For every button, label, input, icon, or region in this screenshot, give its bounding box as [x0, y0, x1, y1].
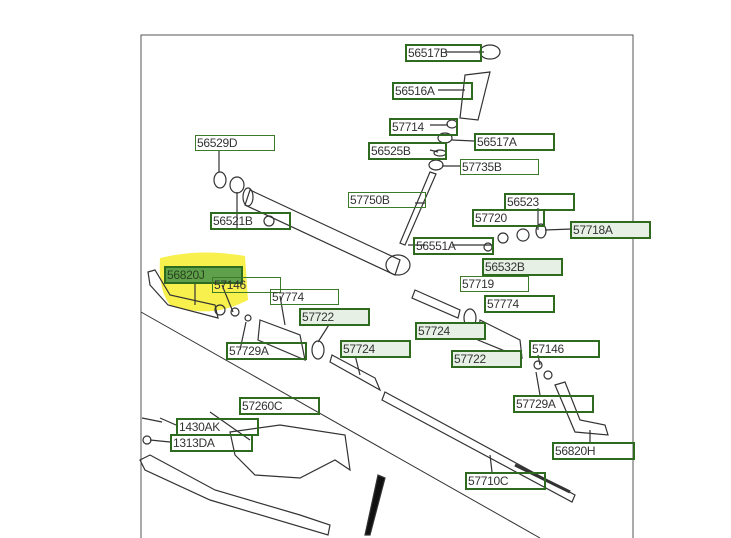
pinion-housing-part: [385, 254, 411, 276]
section-divider: [140, 311, 541, 538]
mount-bushing-part: [263, 215, 275, 227]
housing-end-part: [242, 187, 254, 207]
nut-right-part: [543, 370, 553, 380]
part-label-57722[interactable]: 57722: [299, 308, 370, 326]
rack-bar-part: [381, 391, 576, 503]
bolt-part: [141, 417, 163, 423]
part-label-57729a[interactable]: 57729A: [513, 395, 594, 413]
part-label-57774[interactable]: 57774: [270, 289, 339, 305]
part-label-56529d[interactable]: 56529D: [195, 135, 275, 151]
part-label-56525b[interactable]: 56525B: [368, 142, 447, 160]
tie-rod-end-left-part: [147, 269, 219, 319]
ring-part: [213, 171, 227, 189]
yoke-plug-part: [516, 228, 530, 242]
part-label-57714[interactable]: 57714: [389, 118, 458, 136]
pinion-boot-part: [459, 71, 491, 121]
nut-part: [230, 307, 240, 317]
part-label-57260c[interactable]: 57260C: [239, 397, 320, 415]
inner-tie-rod-right-part: [411, 289, 461, 319]
rack-teeth-part: [514, 463, 571, 494]
part-label-56517b[interactable]: 56517B: [405, 44, 482, 62]
part-label-56517a[interactable]: 56517A: [474, 133, 555, 151]
tie-rod-end-right-part: [554, 381, 609, 436]
part-label-57146[interactable]: 57146: [212, 277, 281, 293]
part-label-56551a[interactable]: 56551A: [413, 237, 494, 255]
pointer-arrow: [364, 474, 386, 536]
inner-tie-rod-part: [329, 354, 382, 392]
part-label-56820j[interactable]: 56820J: [164, 266, 243, 284]
part-label-57774[interactable]: 57774: [484, 295, 555, 313]
part-label-56532b[interactable]: 56532B: [482, 258, 563, 276]
bush-part: [229, 176, 245, 194]
bushing-part: [428, 159, 444, 171]
boot-left-part: [257, 319, 306, 361]
part-label-57719[interactable]: 57719: [460, 276, 529, 292]
part-label-1313da[interactable]: 1313DA: [170, 434, 253, 452]
yoke-spring-part: [497, 232, 509, 244]
band-part: [311, 340, 325, 360]
assembly-overview-part: [139, 454, 331, 536]
part-label-57724[interactable]: 57724: [340, 340, 411, 358]
part-label-56516a[interactable]: 56516A: [392, 82, 473, 100]
lock-nut-part: [535, 223, 547, 239]
part-label-57750b[interactable]: 57750B: [348, 192, 426, 208]
bracket-nut-part: [142, 435, 152, 445]
part-label-57146[interactable]: 57146: [529, 340, 600, 358]
clip-right-part: [533, 360, 543, 370]
part-label-57722[interactable]: 57722: [451, 350, 522, 368]
part-label-57720[interactable]: 57720: [472, 209, 545, 227]
part-label-56820h[interactable]: 56820H: [552, 442, 635, 460]
part-label-57718a[interactable]: 57718A: [570, 221, 651, 239]
part-label-56521b[interactable]: 56521B: [210, 212, 291, 230]
part-label-57710c[interactable]: 57710C: [465, 472, 546, 490]
clip-part: [244, 314, 252, 322]
diagram-frame: [140, 34, 634, 538]
nut-part: [214, 304, 226, 316]
bracket-part: [229, 424, 351, 479]
part-label-57724[interactable]: 57724: [415, 322, 486, 340]
part-label-57735b[interactable]: 57735B: [460, 159, 539, 175]
valve-shaft-part: [399, 171, 437, 246]
part-label-57729a[interactable]: 57729A: [226, 342, 307, 360]
